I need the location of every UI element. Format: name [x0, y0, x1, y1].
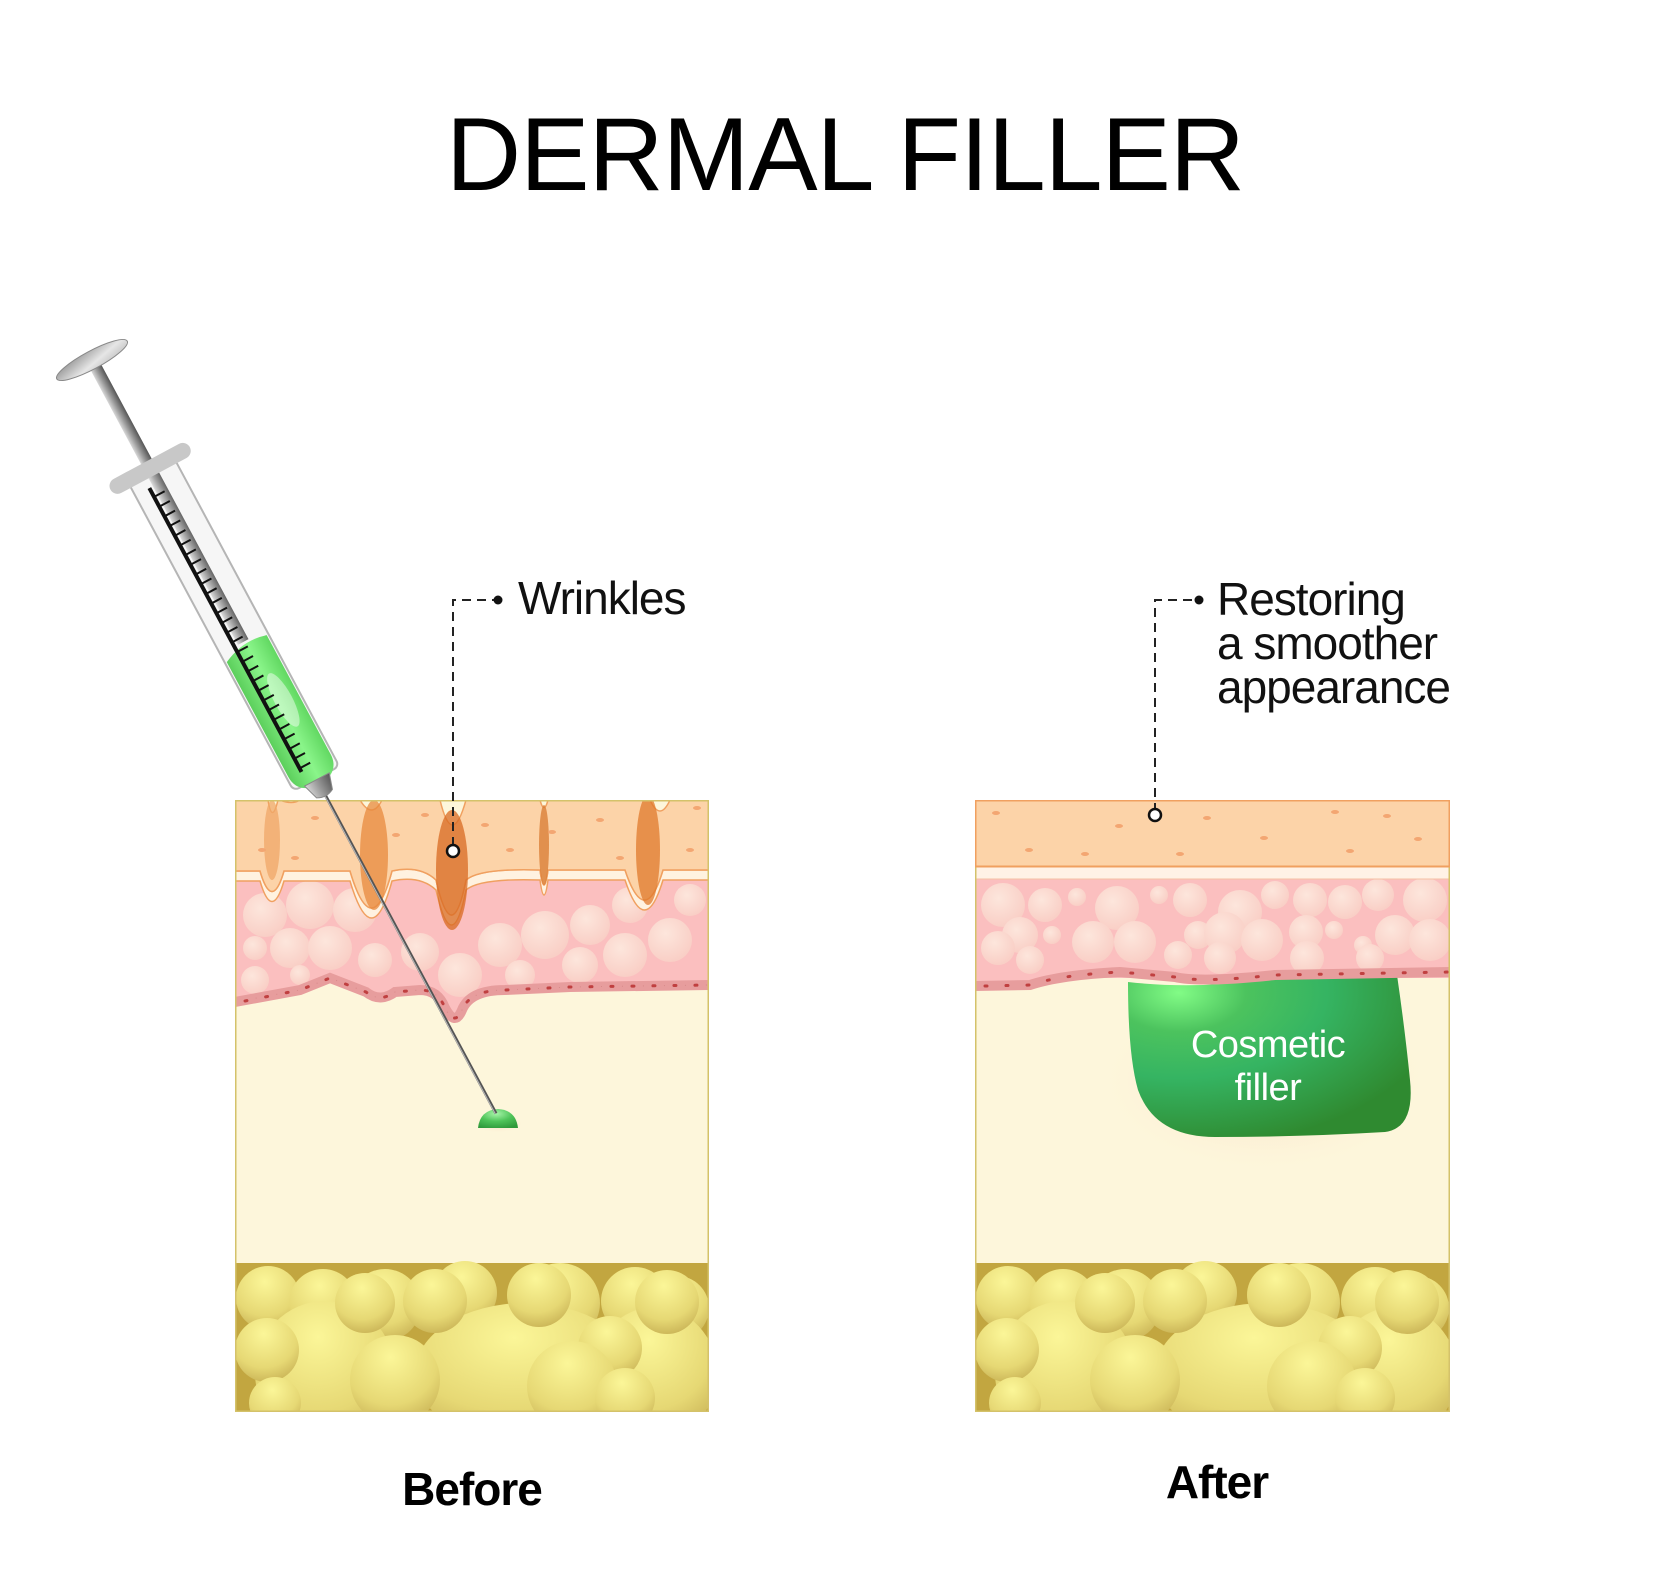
dermis-cells [981, 878, 1450, 975]
filler-droplet [472, 1109, 524, 1133]
epidermis-layer [235, 800, 709, 916]
fat-layer [975, 1261, 1450, 1412]
syringe-scale-ticks [153, 490, 311, 770]
page-title: DERMAL FILLER [446, 97, 1244, 213]
after-caption: After [1166, 1456, 1269, 1508]
after-panel: Cosmetic filler [975, 800, 1450, 1412]
wrinkles-label: Wrinkles [518, 572, 686, 624]
restoring-callout: Restoring a smoother appearance [1147, 573, 1451, 823]
filler-label-line2: filler [1235, 1067, 1303, 1109]
wrinkles-callout: Wrinkles [445, 572, 687, 859]
basal-cell-layer [235, 972, 709, 1023]
syringe-icon [55, 339, 498, 1115]
fat-layer [235, 1261, 709, 1412]
before-panel [235, 800, 709, 1412]
before-caption: Before [402, 1463, 542, 1515]
restoring-label-line1: Restoring [1217, 573, 1405, 625]
epidermis-layer [975, 800, 1450, 868]
restoring-label-line3: appearance [1217, 661, 1450, 713]
restoring-label-line2: a smoother [1217, 617, 1438, 669]
cosmetic-filler: Cosmetic filler [1128, 973, 1411, 1137]
epidermis-speckles [258, 806, 701, 860]
epidermis-speckles [992, 810, 1422, 856]
filler-label-line1: Cosmetic [1191, 1024, 1345, 1066]
wrinkle-shadows [264, 800, 660, 930]
dermis-cells [241, 881, 706, 997]
